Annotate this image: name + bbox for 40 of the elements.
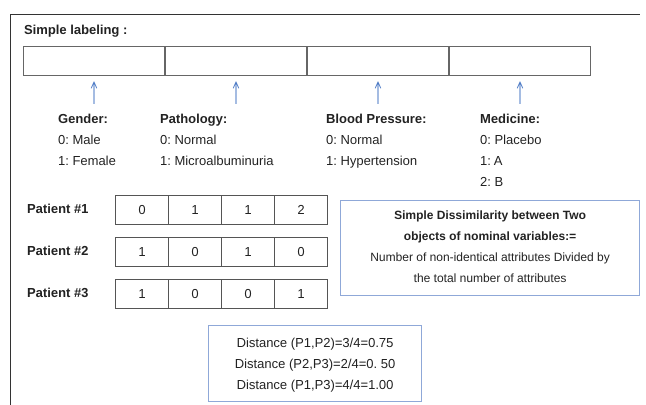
table-cell: 0	[168, 279, 222, 309]
table-cell: 0	[115, 195, 169, 225]
table-cell: 0	[221, 279, 275, 309]
value-code: 0: Normal	[160, 131, 218, 149]
distance-formula: Distance (P2,P3)=2/4=0. 50	[234, 355, 396, 373]
arrow	[90, 82, 98, 104]
table-cell: 1	[168, 195, 222, 225]
row-label: Patient #2	[27, 243, 88, 258]
value-code: 1: A	[480, 152, 504, 170]
table-cell: 1	[115, 279, 169, 309]
table-cell: 0	[274, 237, 328, 267]
table-cell: 1	[274, 279, 328, 309]
table-cell: 1	[221, 237, 275, 267]
title: Simple labeling :	[24, 22, 128, 37]
attribute-heading: Pathology:	[160, 110, 228, 128]
row-label: Patient #1	[27, 201, 88, 216]
definition-box	[340, 200, 640, 296]
table-cell: 2	[274, 195, 328, 225]
definition-heading: Simple Dissimilarity between Two objects of nominal variables:=	[393, 207, 587, 245]
row-label: Patient #3	[27, 285, 88, 300]
table-cell: 1	[221, 195, 275, 225]
value-code: 0: Normal	[326, 131, 384, 149]
table-cell: 1	[115, 237, 169, 267]
value-code: 2: B	[480, 173, 504, 191]
arrow	[232, 82, 240, 104]
attribute-heading: Medicine:	[480, 110, 541, 128]
distance-formula: Distance (P1,P2)=3/4=0.75	[236, 334, 394, 352]
arrow	[374, 82, 382, 104]
result-box	[208, 325, 422, 402]
value-code: 1: Female	[58, 152, 116, 170]
value-code: 1: Microalbuminuria	[160, 152, 274, 170]
arrow	[516, 82, 524, 104]
distance-formula: Distance (P1,P3)=4/4=1.00	[236, 376, 394, 394]
definition-text: Number of non-identical attributes Divided by the total number of attributes	[369, 249, 611, 287]
value-code: 0: Male	[58, 131, 102, 149]
value-code: 1: Hypertension	[326, 152, 418, 170]
attribute-heading: Blood Pressure:	[326, 110, 426, 128]
table-cell: 0	[168, 237, 222, 267]
value-code: 0: Placebo	[480, 131, 542, 149]
attribute-heading: Gender:	[58, 110, 109, 128]
